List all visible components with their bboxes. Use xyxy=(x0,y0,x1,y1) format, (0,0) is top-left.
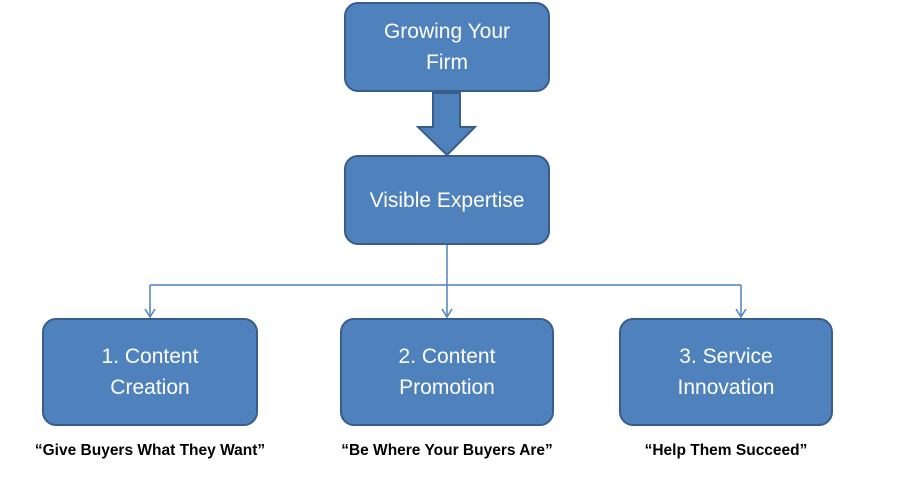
node-visible-expertise: Visible Expertise xyxy=(344,155,550,245)
node-service-innovation: 3. Service Innovation xyxy=(619,318,833,426)
elbow-connectors xyxy=(149,245,742,315)
tagline-content-promotion: “Be Where Your Buyers Are” xyxy=(341,442,553,459)
block-arrow-down xyxy=(415,92,478,157)
arrowhead-3 xyxy=(735,308,747,319)
connector-arrowheads xyxy=(144,308,747,319)
arrowhead-2 xyxy=(441,308,453,319)
arrowhead-1 xyxy=(144,308,156,319)
tagline-content-creation: “Give Buyers What They Want” xyxy=(34,442,266,459)
node-content-promotion: 2. Content Promotion xyxy=(340,318,554,426)
node-growing-your-firm: Growing Your Firm xyxy=(344,2,550,92)
tagline-service-innovation: “Help Them Succeed” xyxy=(644,442,808,459)
node-content-creation: 1. Content Creation xyxy=(42,318,258,426)
